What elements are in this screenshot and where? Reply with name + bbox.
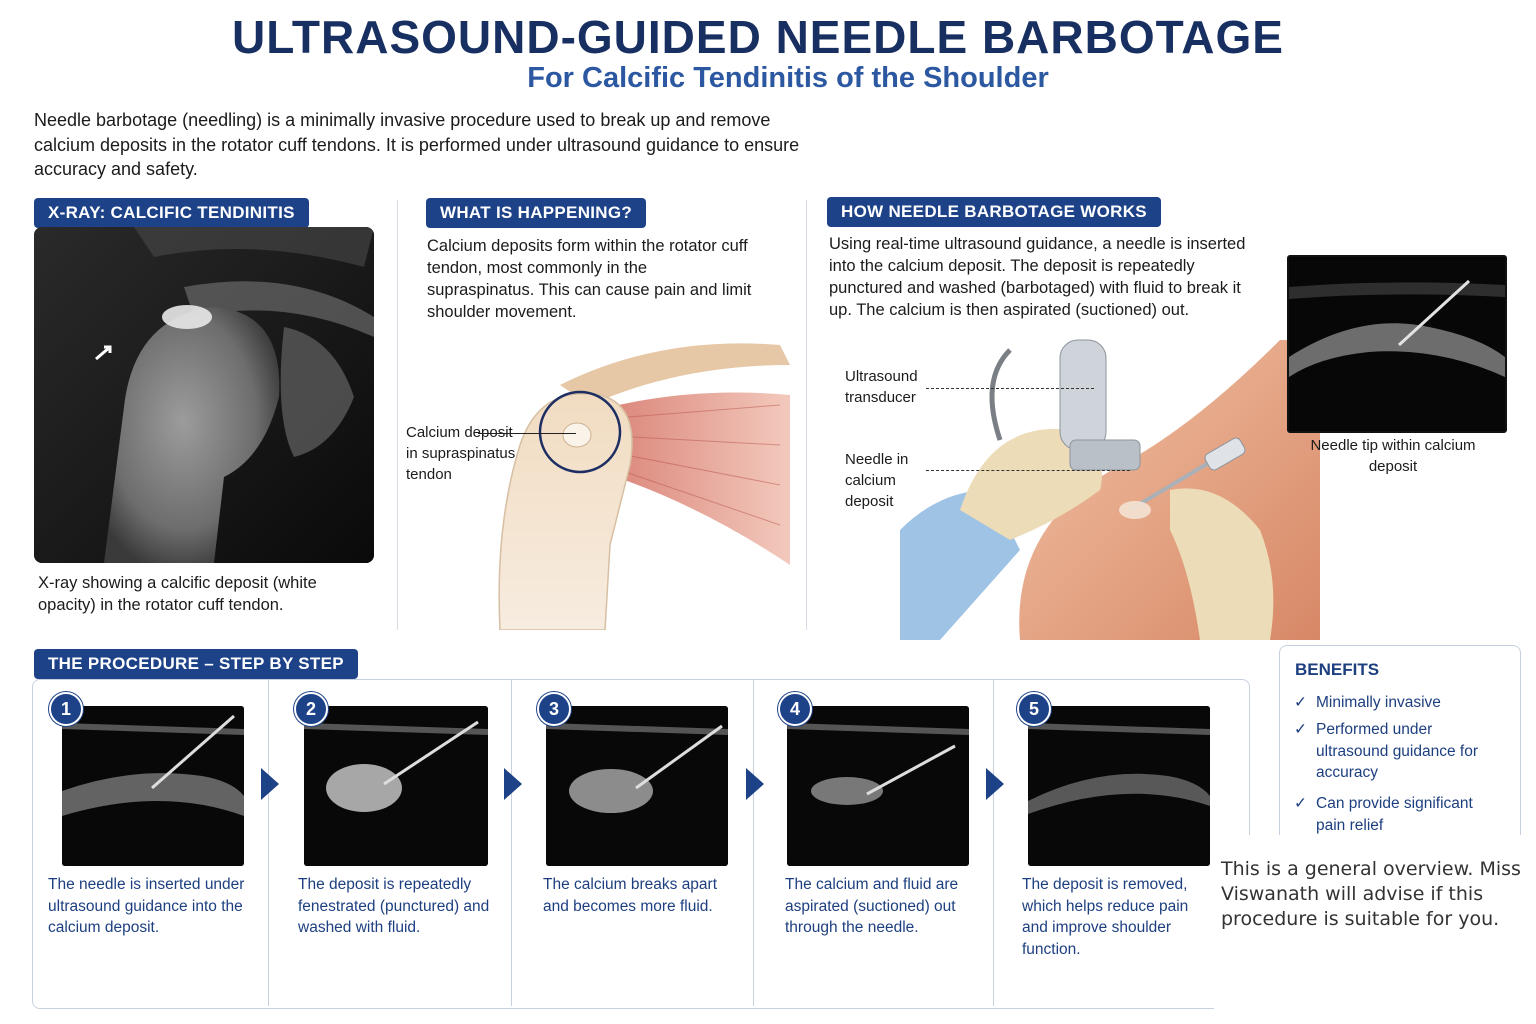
- xray-image: [34, 227, 374, 563]
- step-3-ultrasound-image: [546, 706, 728, 866]
- xray-illustration: [34, 227, 374, 563]
- benefit-item: ✓Performed under ultrasound guidance for…: [1294, 721, 1479, 781]
- chevron-right-icon: [986, 768, 1004, 800]
- how-text: Using real-time ultrasound guidance, a n…: [829, 235, 1246, 319]
- happening-text: Calcium deposits form within the rotator…: [427, 237, 752, 321]
- step-5-caption: The deposit is removed, which helps redu…: [1022, 876, 1189, 958]
- divider: [993, 680, 994, 1006]
- calcium-deposit-label: Calcium deposit in supraspinatus tendon: [406, 424, 516, 483]
- intro-paragraph: Needle barbotage (needling) is a minimal…: [34, 110, 800, 179]
- ultrasound-inset-image: [1287, 255, 1507, 433]
- divider: [268, 680, 269, 1006]
- chevron-right-icon: [504, 768, 522, 800]
- divider: [511, 680, 512, 1006]
- chevron-right-icon: [746, 768, 764, 800]
- step-number-5: 5: [1017, 692, 1051, 726]
- step-1-ultrasound-image: [62, 706, 244, 866]
- divider: [806, 200, 807, 630]
- chevron-right-icon: [261, 768, 279, 800]
- leader-line: [926, 470, 1130, 471]
- benefit-item: ✓Minimally invasive: [1294, 692, 1506, 714]
- transducer-label: Ultrasound transducer: [845, 368, 918, 406]
- procedure-heading: THE PROCEDURE – STEP BY STEP: [34, 649, 358, 679]
- step-2-caption: The deposit is repeatedly fenestrated (p…: [298, 876, 490, 936]
- step-3-caption: The calcium breaks apart and becomes mor…: [543, 876, 718, 915]
- arrow-icon: [95, 345, 112, 361]
- step-4-ultrasound-image: [787, 706, 969, 866]
- leader-line: [478, 433, 576, 434]
- xray-caption: X-ray showing a calcific deposit (white …: [38, 574, 317, 614]
- disclaimer-note: This is a general overview. Miss Viswana…: [1221, 858, 1521, 930]
- step-number-3: 3: [537, 692, 571, 726]
- page-title: ULTRASOUND-GUIDED NEEDLE BARBOTAGE: [232, 11, 1284, 63]
- note-background: [1214, 835, 1536, 1024]
- benefits-panel: BENEFITS ✓Minimally invasive ✓Performed …: [1279, 645, 1521, 847]
- benefits-heading: BENEFITS: [1295, 660, 1380, 679]
- shoulder-anatomy-illustration: [498, 343, 790, 630]
- divider: [397, 200, 398, 630]
- step-5-ultrasound-image: [1028, 706, 1210, 866]
- inset-caption: Needle tip within calcium deposit: [1310, 437, 1476, 475]
- page-subtitle: For Calcific Tendinitis of the Shoulder: [527, 62, 1049, 94]
- checkmark-icon: ✓: [1294, 694, 1307, 711]
- step-4-caption: The calcium and fluid are aspirated (suc…: [785, 876, 959, 936]
- step-number-4: 4: [778, 692, 812, 726]
- step-number-2: 2: [294, 692, 328, 726]
- checkmark-icon: ✓: [1294, 795, 1307, 812]
- step-number-1: 1: [49, 692, 83, 726]
- divider: [753, 680, 754, 1006]
- benefit-item: ✓Can provide significant pain relief: [1294, 795, 1473, 834]
- xray-heading: X-RAY: CALCIFIC TENDINITIS: [34, 198, 309, 228]
- happening-heading: WHAT IS HAPPENING?: [426, 198, 647, 228]
- step-2-ultrasound-image: [304, 706, 488, 866]
- step-1-caption: The needle is inserted under ultrasound …: [48, 876, 245, 936]
- leader-line: [926, 388, 1094, 389]
- procedure-illustration: [900, 339, 1320, 640]
- how-heading: HOW NEEDLE BARBOTAGE WORKS: [827, 197, 1161, 227]
- needle-label: Needle in calcium deposit: [845, 451, 909, 510]
- checkmark-icon: ✓: [1294, 721, 1307, 738]
